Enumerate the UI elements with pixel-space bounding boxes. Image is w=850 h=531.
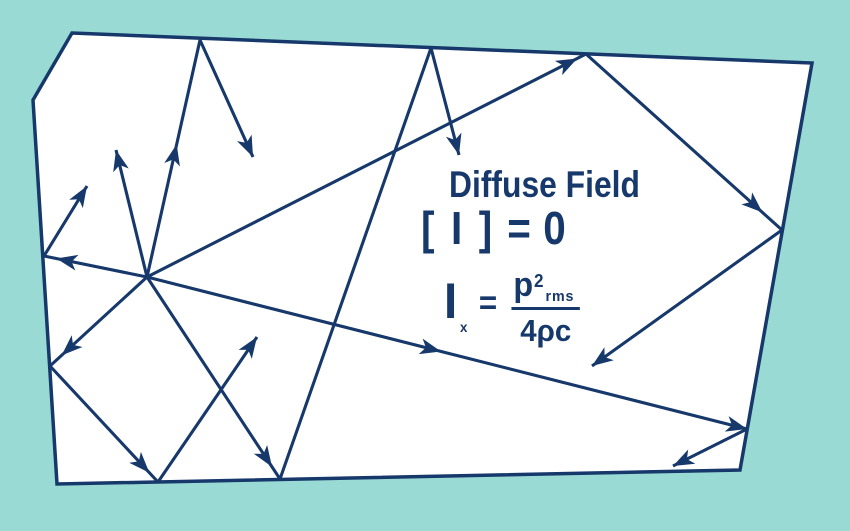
eq2-denominator: 4ρc [511,307,581,346]
room-boundary [31,31,815,486]
eq1-lhs: [ I ] [421,202,495,254]
diffuse-field-label: Diffuse Field [449,164,640,205]
sound-ray-arrowhead [673,449,696,466]
sound-ray [198,39,255,158]
eq2-numerator-exponent: 2 [534,271,544,291]
sound-ray-arrowhead [113,150,129,173]
sound-ray [146,52,587,279]
sound-ray-arrowhead [554,58,578,76]
sound-ray-arrowhead [418,338,441,355]
sound-ray-arrowhead [237,134,253,157]
eq2-numerator: p2rms [511,268,580,307]
sound-ray [429,47,461,156]
eq2-numerator-base: p [513,266,534,304]
sound-ray [278,47,433,480]
sound-ray [114,149,149,278]
eq2-numerator-subscript: rms [545,288,575,305]
sound-ray-arrowhead [445,132,462,155]
eq2-symbol-letter: I [444,273,458,330]
eq2-fraction: p2rms 4ρc [511,268,581,346]
net-intensity-equation: [ I ] = 0 [421,201,566,255]
sound-ray-arrowhead [253,444,273,467]
eq2-equals: = [478,284,498,321]
sound-ray-arrowhead [56,254,79,271]
sound-ray-arrowhead [69,186,87,209]
sound-ray [591,228,783,368]
sound-ray-arrowhead [238,337,257,359]
sound-ray-arrowhead [164,144,180,167]
eq2-symbol-subscript: x [460,319,468,336]
sound-ray [584,52,784,232]
sound-ray-arrowhead [741,192,763,213]
sound-ray-arrowhead [724,416,747,432]
sound-ray-arrowhead [61,335,83,356]
sound-ray [145,276,282,480]
sound-ray [146,275,748,431]
eq1-rhs: 0 [543,202,566,254]
sound-ray [156,336,259,483]
eq1-equals: = [507,202,531,254]
sound-ray-arrowhead [129,451,150,473]
sound-ray-arrowhead [592,347,614,366]
